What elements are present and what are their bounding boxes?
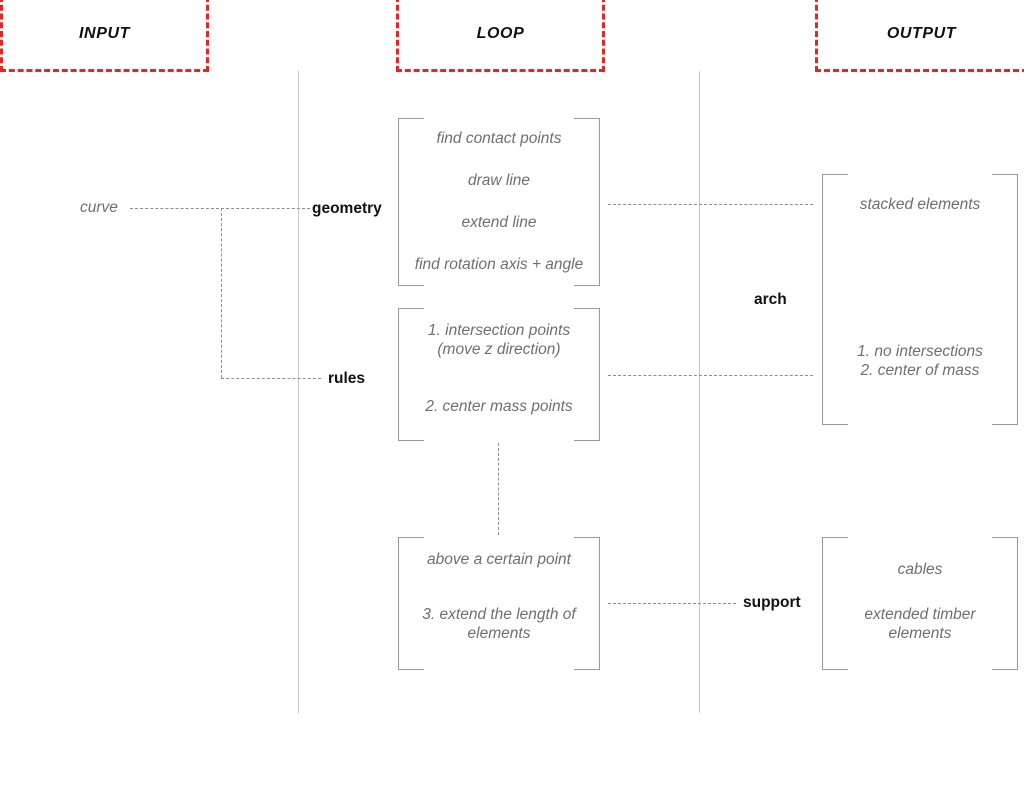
column-separator-left: [298, 71, 299, 713]
bracket-corner-bottom-right: [992, 399, 1018, 425]
bracket-corner-bottom-left: [398, 415, 424, 441]
loop-box-rules: 1. intersection points (move z direction…: [398, 308, 600, 441]
loop-box-support-lines: above a certain point 3. extend the leng…: [406, 537, 592, 670]
bracket-corner-bottom-left: [398, 260, 424, 286]
bracket-side-left: [398, 334, 399, 415]
loop-line: 2. center mass points: [425, 397, 573, 415]
bracket-side-left: [822, 200, 823, 399]
loop-line: above a certain point: [427, 551, 571, 568]
bracket-side-right: [599, 144, 600, 260]
header-label-loop: LOOP: [476, 25, 525, 42]
bracket-side-left: [822, 563, 823, 644]
connector-branch-to-rules: [221, 378, 321, 379]
bracket-corner-top-right: [574, 308, 600, 334]
loop-box-rules-lines: 1. intersection points (move z direction…: [406, 308, 592, 441]
output-line: 1. no intersections 2. center of mass: [857, 342, 983, 379]
loop-line: find rotation axis + angle: [414, 255, 584, 273]
bracket-corner-top-right: [992, 537, 1018, 563]
label-support: support: [743, 594, 801, 611]
loop-line: 1. intersection points (move z direction…: [427, 322, 571, 358]
output-line: stacked elements: [859, 196, 981, 213]
connector-curve-to-branch: [130, 208, 310, 209]
bracket-corner-bottom-right: [574, 644, 600, 670]
bracket-corner-bottom-right: [992, 644, 1018, 670]
bracket-side-right: [1017, 200, 1018, 399]
bracket-corner-bottom-left: [822, 399, 848, 425]
bracket-corner-bottom-left: [822, 644, 848, 670]
connector-rules-to-intersections: [608, 375, 813, 376]
output-box-support-lines: cables extended timber elements: [830, 537, 1010, 670]
label-curve: curve: [80, 199, 118, 216]
connector-loop2-to-loop3: [498, 443, 499, 535]
header-label-input: INPUT: [79, 25, 130, 42]
bracket-corner-top-left: [398, 308, 424, 334]
connector-loop3-to-support: [608, 603, 736, 604]
connector-geometry-to-stacked: [608, 204, 813, 205]
loop-line: 3. extend the length of elements: [422, 605, 576, 642]
bracket-corner-top-left: [822, 174, 848, 200]
bracket-corner-bottom-right: [574, 415, 600, 441]
bracket-side-right: [599, 563, 600, 644]
bracket-side-right: [1017, 563, 1018, 644]
header-box-output: OUTPUT: [815, 0, 1024, 72]
loop-line: draw line: [467, 171, 531, 189]
label-rules: rules: [328, 370, 366, 387]
bracket-corner-top-left: [822, 537, 848, 563]
header-box-loop: LOOP: [396, 0, 605, 72]
bracket-corner-top-left: [398, 118, 424, 144]
bracket-corner-bottom-right: [574, 260, 600, 286]
loop-line: extend line: [461, 213, 537, 231]
loop-line: find contact points: [436, 129, 562, 147]
bracket-corner-top-left: [398, 537, 424, 563]
bracket-side-left: [398, 144, 399, 260]
bracket-corner-bottom-left: [398, 644, 424, 670]
bracket-corner-top-right: [992, 174, 1018, 200]
bracket-side-right: [599, 334, 600, 415]
bracket-corner-top-right: [574, 537, 600, 563]
output-box-arch-lines: stacked elements 1. no intersections 2. …: [830, 174, 1010, 425]
bracket-corner-top-right: [574, 118, 600, 144]
header-label-output: OUTPUT: [886, 25, 957, 42]
output-box-arch: stacked elements 1. no intersections 2. …: [822, 174, 1018, 425]
output-line: extended timber elements: [864, 605, 976, 642]
loop-box-geometry: find contact points draw line extend lin…: [398, 118, 600, 286]
connector-branch-vertical: [221, 208, 222, 378]
loop-box-support: above a certain point 3. extend the leng…: [398, 537, 600, 670]
header-box-input: INPUT: [0, 0, 209, 72]
loop-box-geometry-lines: find contact points draw line extend lin…: [406, 118, 592, 286]
column-separator-right: [699, 71, 700, 713]
label-arch: arch: [754, 291, 787, 308]
label-geometry: geometry: [312, 200, 382, 217]
output-line: cables: [897, 561, 943, 578]
output-box-support: cables extended timber elements: [822, 537, 1018, 670]
bracket-side-left: [398, 563, 399, 644]
